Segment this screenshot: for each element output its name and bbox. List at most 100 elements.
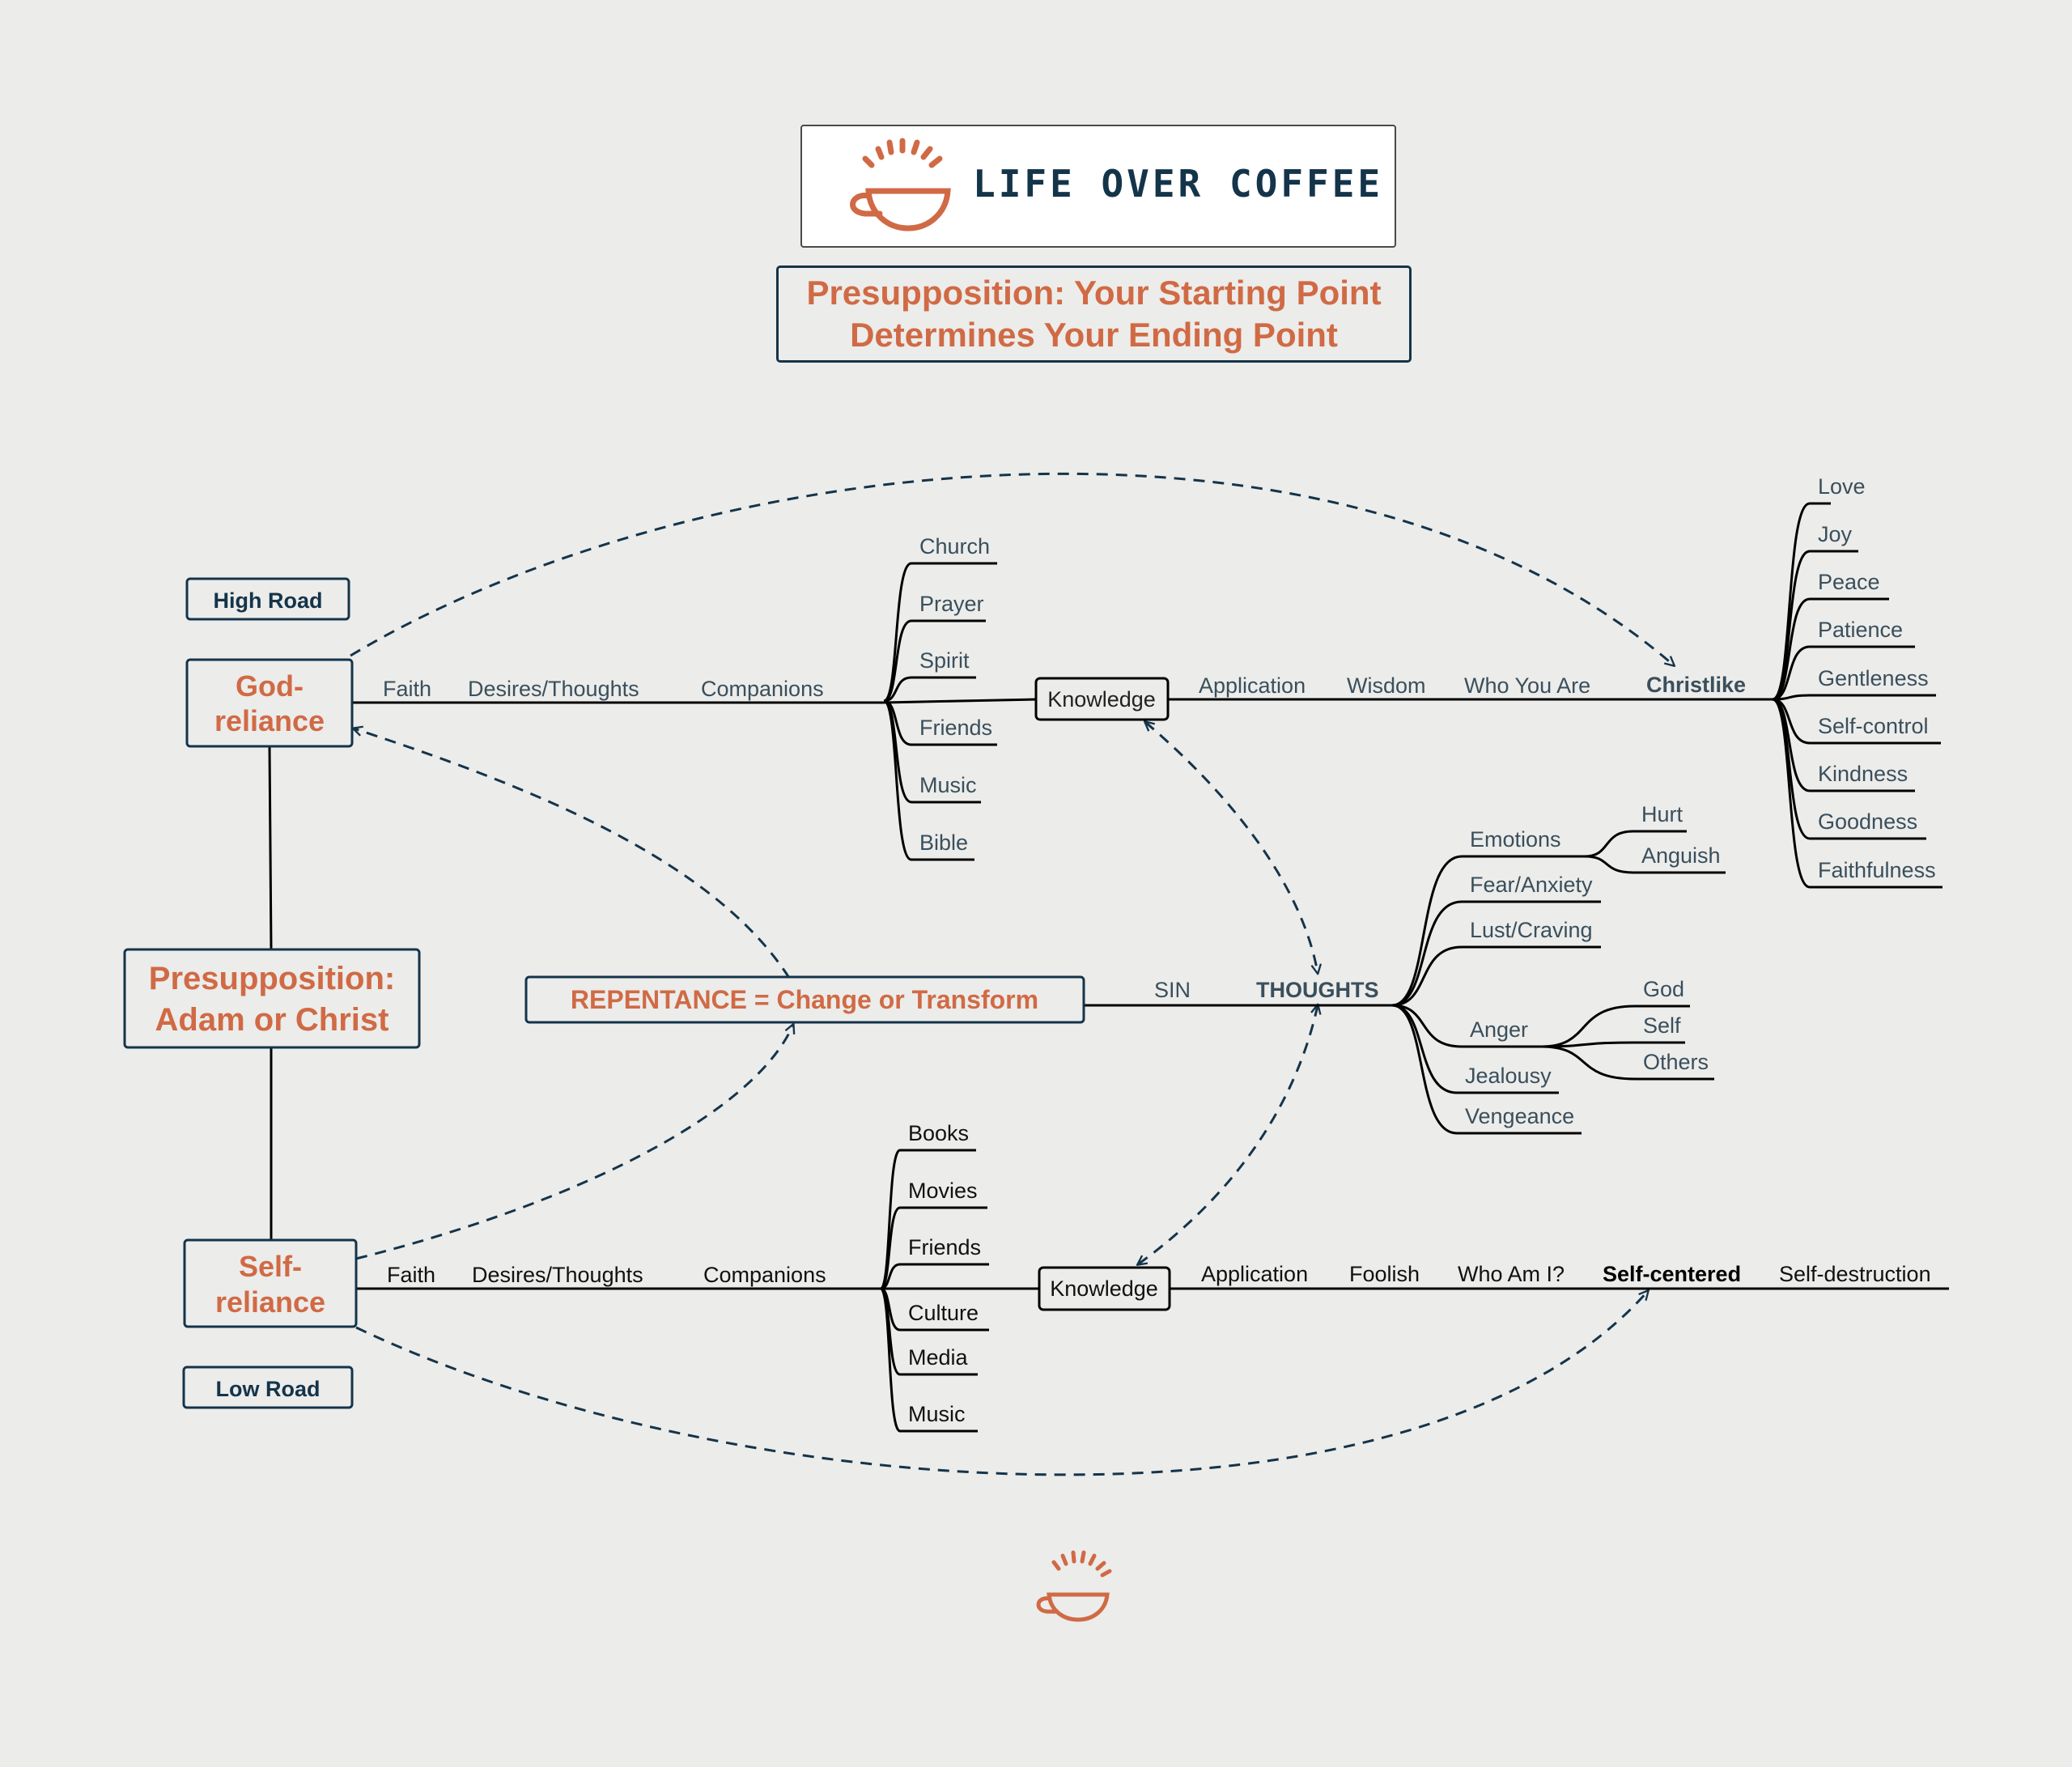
god-reliance-label-2: reliance (214, 704, 325, 737)
fruit-peace-branch (1772, 597, 1811, 701)
anger-others: Others (1643, 1050, 1709, 1074)
fruit-kindness: Kindness (1818, 762, 1908, 786)
high-road-box (185, 577, 350, 621)
top-companion-prayer-branch (883, 619, 912, 703)
knowledge-top-label: Knowledge (1047, 687, 1156, 711)
fruit-peace: Peace (1818, 570, 1880, 594)
top-companion-bible-branch (883, 699, 912, 861)
bottom-companion-music-branch (879, 1287, 902, 1433)
repentance-box (524, 975, 1085, 1024)
thought-fear-anxiety-branch (1391, 900, 1463, 1007)
low-self-destruction-label: Self-destruction (1779, 1262, 1931, 1286)
high-application-label: Application (1199, 673, 1306, 698)
bottom-companion-friends-branch (880, 1263, 901, 1290)
low-companions-label: Companions (703, 1263, 826, 1287)
arc-self-to-repentance (355, 1025, 793, 1260)
fruit-patience-branch (1772, 645, 1811, 701)
thought-lust-craving: Lust/Craving (1470, 918, 1593, 942)
high-path-line-2 (883, 698, 1037, 704)
low-who-am-i-label: Who Am I? (1458, 1262, 1565, 1286)
presupposition-label-2: Adam or Christ (155, 1002, 389, 1038)
thought-emotions: Emotions (1470, 827, 1561, 852)
knowledge-top-box (1034, 677, 1170, 721)
title-box: Presupposition: Your Starting Point Dete… (776, 265, 1412, 363)
emotion-hurt-branch (1584, 830, 1634, 858)
thoughts-label: THOUGHTS (1256, 978, 1379, 1002)
emotion-anguish: Anguish (1641, 843, 1721, 868)
low-road-label: Low Road (216, 1377, 321, 1401)
self-centered-label: Self-centered (1603, 1262, 1741, 1286)
repentance-label: REPENTANCE = Change or Transform (571, 985, 1038, 1014)
bottom-companion-books-branch (879, 1149, 902, 1290)
self-reliance-box (183, 1238, 358, 1328)
presupposition-label-1: Presupposition: (149, 961, 395, 996)
low-desires-label: Desires/Thoughts (472, 1263, 643, 1287)
bottom-companion-music: Music (908, 1402, 966, 1426)
thought-emotions-branch (1391, 855, 1463, 1007)
low-faith-label: Faith (387, 1263, 435, 1287)
bottom-companion-media: Media (908, 1345, 969, 1370)
top-companion-prayer: Prayer (919, 592, 984, 616)
thought-jealousy: Jealousy (1465, 1064, 1552, 1088)
bottom-companion-culture: Culture (908, 1301, 979, 1325)
coffee-cup-sunrise-icon (850, 138, 951, 231)
thought-vengeance: Vengeance (1465, 1104, 1574, 1128)
low-road-box (182, 1366, 354, 1409)
anger-god-branch (1540, 1005, 1636, 1048)
brand-name: LIFE OVER COFFEE (973, 162, 1384, 206)
anger-self: Self (1643, 1013, 1681, 1038)
high-companions-label: Companions (701, 677, 824, 701)
low-application-label: Application (1201, 1262, 1308, 1286)
arc-god-to-christlike (350, 472, 1674, 665)
emotion-anguish-branch (1584, 855, 1634, 874)
anger-god: God (1643, 977, 1684, 1001)
fruit-faithfulness: Faithfulness (1818, 858, 1936, 882)
bottom-companion-movies: Movies (908, 1179, 978, 1203)
arc-thoughts-knowledge-bottom (1138, 1005, 1318, 1264)
top-companion-church-branch (883, 562, 912, 703)
fruit-patience: Patience (1818, 618, 1903, 642)
bottom-companion-books: Books (908, 1121, 969, 1145)
top-companion-church: Church (919, 534, 990, 559)
arc-self-to-selfcentered (355, 1291, 1648, 1476)
knowledge-bottom-label: Knowledge (1050, 1276, 1158, 1301)
low-foolish-label: Foolish (1349, 1262, 1420, 1286)
arc-repentance-to-god (354, 728, 791, 979)
top-companion-spirit: Spirit (919, 648, 970, 673)
high-who-you-are-label: Who You Are (1464, 673, 1590, 698)
self-reliance-label-1: Self- (239, 1250, 302, 1283)
bottom-companion-friends: Friends (908, 1235, 981, 1259)
top-companion-spirit-branch (883, 676, 912, 703)
anger-others-branch (1540, 1045, 1636, 1081)
thought-vengeance-branch (1391, 1004, 1458, 1135)
fruit-goodness: Goodness (1818, 809, 1917, 834)
coffee-cup-sunrise-icon (1036, 1550, 1112, 1622)
brand-header (800, 125, 1396, 248)
fruit-faithfulness-branch (1772, 698, 1811, 889)
presupposition-box (123, 948, 421, 1049)
thought-lust-craving-branch (1391, 945, 1463, 1007)
god-reliance-box (185, 658, 354, 748)
sin-label: SIN (1154, 978, 1191, 1002)
fruit-self-control: Self-control (1818, 714, 1929, 738)
bottom-companion-movies-branch (880, 1206, 901, 1290)
knowledge-bottom-box (1038, 1266, 1171, 1311)
title-line-2: Determines Your Ending Point (850, 316, 1338, 354)
title-line-1: Presupposition: Your Starting Point (806, 274, 1382, 312)
fruit-joy: Joy (1818, 522, 1853, 546)
high-faith-label: Faith (383, 677, 431, 701)
emotion-hurt: Hurt (1641, 802, 1684, 826)
fruit-gentleness: Gentleness (1818, 666, 1929, 690)
thought-fear-anxiety: Fear/Anxiety (1470, 873, 1593, 897)
connector-god-presup (268, 745, 273, 950)
god-reliance-label-1: God- (236, 669, 304, 703)
thought-anger-branch (1391, 1004, 1463, 1048)
anger-self-branch (1540, 1041, 1636, 1048)
top-companion-bible: Bible (919, 830, 968, 855)
high-desires-label: Desires/Thoughts (468, 677, 639, 701)
high-wisdom-label: Wisdom (1347, 673, 1426, 698)
top-companion-music: Music (919, 773, 977, 797)
thought-anger: Anger (1470, 1017, 1528, 1042)
